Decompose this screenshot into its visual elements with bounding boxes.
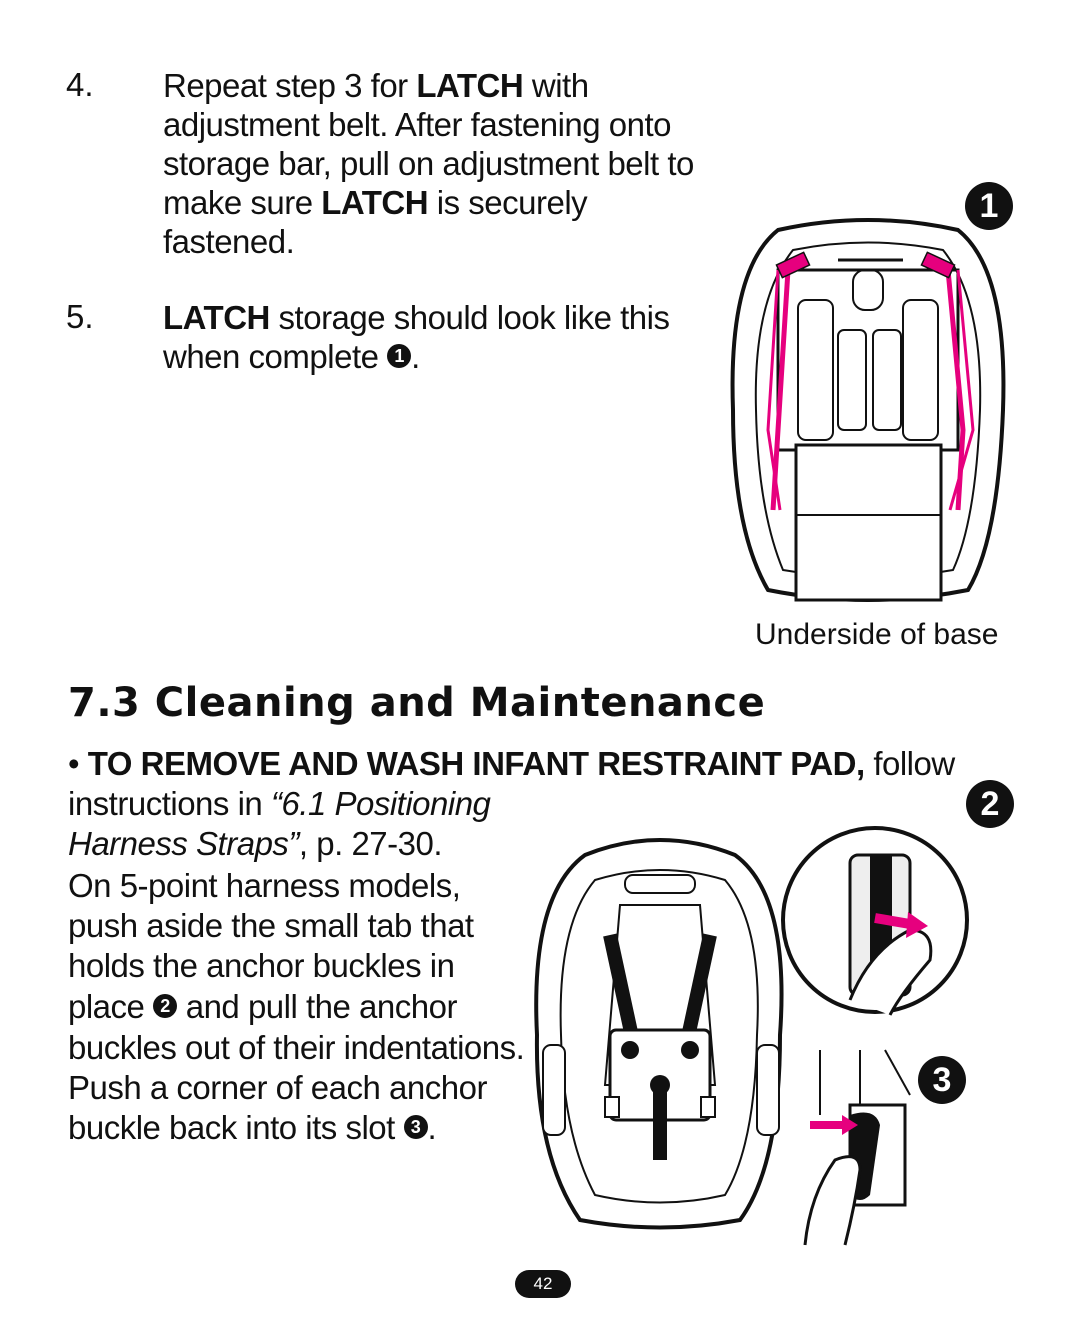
tab-detail-illustration (781, 826, 969, 1016)
body-line-9: Push a corner of each anchor (68, 1069, 487, 1106)
figure-3-badge: 3 (918, 1056, 966, 1104)
buckle-slot-illustration (803, 1049, 911, 1246)
body-line-1: • TO REMOVE AND WASH INFANT RESTRAINT PA… (68, 745, 955, 782)
body-line-6: holds the anchor buckles in (68, 947, 455, 984)
step-5-line-2: when complete 1. (163, 338, 420, 375)
body-line-4: On 5-point harness models, (68, 867, 461, 904)
body-line-5: push aside the small tab that (68, 907, 474, 944)
page-number: 42 (515, 1270, 571, 1298)
section-heading: 7.3 Cleaning and Maintenance (68, 680, 766, 726)
figure-2-reference: 2 (153, 994, 178, 1019)
step-5-number: 5. (66, 298, 94, 335)
figure-2-badge: 2 (966, 780, 1014, 828)
step-5-line-1: LATCH storage should look like this (163, 299, 670, 336)
body-line-7: place 2 and pull the anchor (68, 988, 457, 1025)
step-4-line-2: adjustment belt. After fastening onto (163, 106, 672, 143)
figure-3-reference: 3 (403, 1115, 428, 1140)
body-line-2: instructions in “6.1 Positioning (68, 785, 491, 822)
base-underside-illustration (730, 218, 1006, 602)
step-4-line-4: make sure LATCH is securely (163, 184, 588, 221)
body-line-3: Harness Straps”, p. 27-30. (68, 825, 443, 862)
figure-1-badge: 1 (965, 182, 1013, 230)
figure-1-caption: Underside of base (755, 618, 999, 651)
step-4-line-5: fastened. (163, 223, 295, 260)
infant-seat-illustration (534, 838, 784, 1230)
figure-1-reference: 1 (387, 344, 412, 369)
step-4-line-3: storage bar, pull on adjustment belt to (163, 145, 694, 182)
step-4-line-1: Repeat step 3 for LATCH with (163, 67, 589, 104)
body-line-10: buckle back into its slot 3. (68, 1109, 437, 1146)
step-4-number: 4. (66, 66, 94, 103)
body-line-8: buckles out of their indentations. (68, 1029, 525, 1066)
